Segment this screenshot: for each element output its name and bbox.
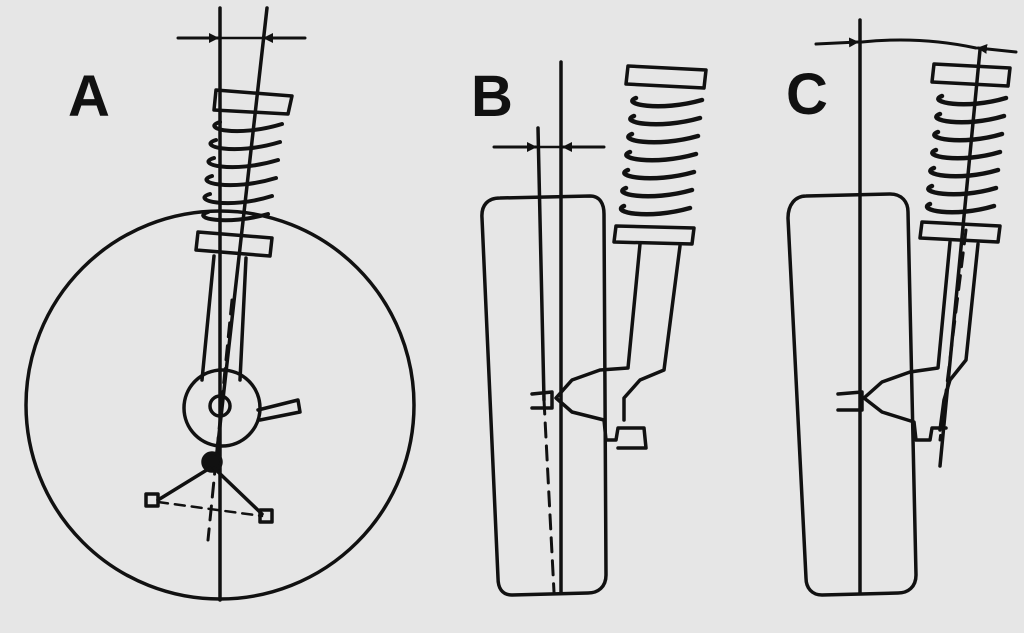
wheel-axis-dashed-b	[542, 398, 556, 594]
panel-a	[24, 6, 416, 602]
strut-right-b	[622, 244, 682, 422]
angle-arrow-right-c	[976, 43, 1018, 54]
spring-top-plate-b	[624, 64, 708, 90]
tie-rod-arm-a	[256, 398, 302, 422]
coil-spring-a	[201, 120, 284, 223]
coil-spring-b	[619, 95, 705, 217]
stub-axle-c	[836, 390, 864, 412]
spring-lower-seat-c	[918, 220, 1002, 244]
lower-arm-right-a	[212, 466, 264, 516]
strut-body-a	[200, 254, 216, 382]
bushing-left-a	[144, 492, 160, 508]
label-b: B	[471, 64, 513, 129]
ball-joint-a	[201, 451, 223, 473]
strut-knuckle-b	[554, 242, 648, 450]
tyre-b	[480, 194, 608, 597]
hub-inner	[208, 394, 232, 418]
strut-knuckle-c	[862, 240, 952, 442]
stub-axle-b	[530, 390, 554, 410]
tyre-c	[786, 192, 918, 597]
wheel-axis-line-b	[536, 126, 546, 402]
coil-spring-c	[925, 93, 1009, 215]
label-c: C	[786, 62, 828, 127]
panel-b	[480, 60, 708, 597]
panel-c	[786, 18, 1018, 597]
spring-top-plate-a	[212, 88, 294, 116]
spring-lower-seat-a	[194, 230, 274, 258]
strut-body-right-a	[238, 256, 248, 382]
strut-axis-dashed-a	[206, 298, 234, 542]
label-a: A	[68, 64, 110, 129]
strut-right-c	[938, 242, 980, 432]
lower-arm-link-a	[156, 500, 264, 518]
angle-arrow-left-c	[814, 37, 860, 48]
spring-lower-seat-b	[612, 224, 696, 246]
angle-arc-c	[860, 38, 978, 50]
bushing-right-a	[258, 508, 274, 524]
spring-top-plate-c	[930, 62, 1012, 88]
lower-arm-left-a	[156, 466, 212, 502]
